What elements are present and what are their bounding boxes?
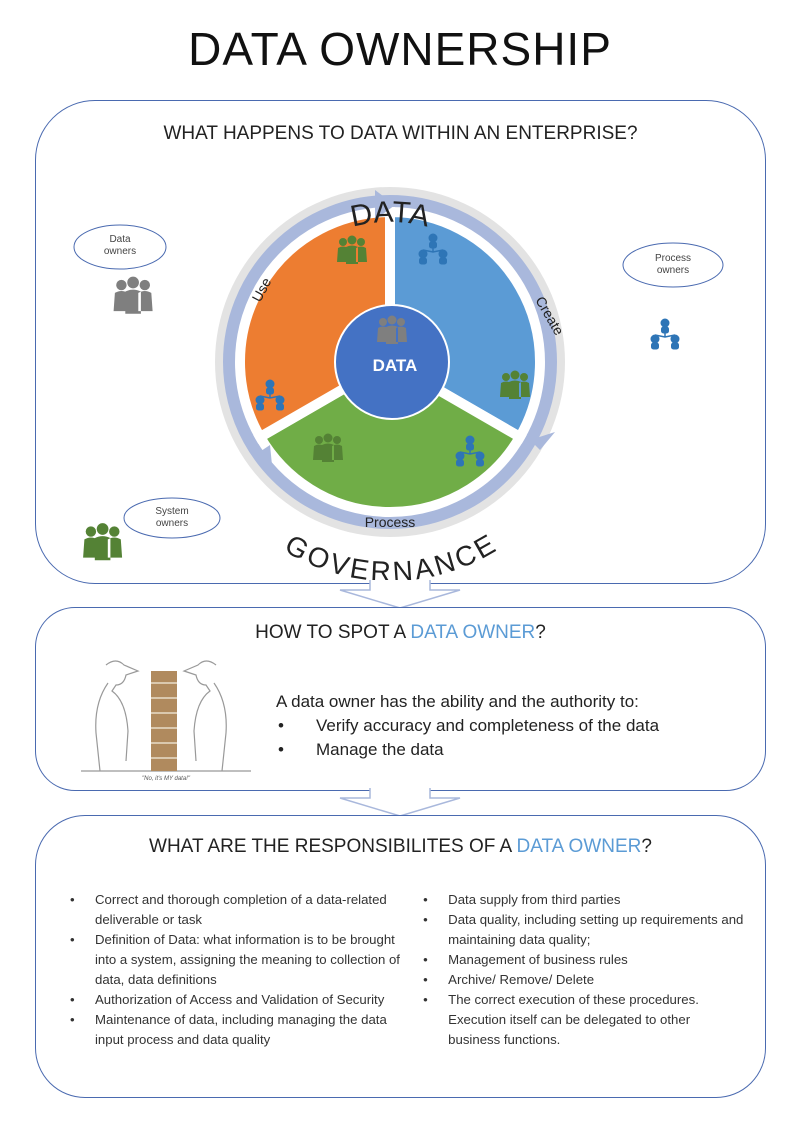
- bullet-item: Verify accuracy and completeness of the …: [276, 714, 659, 738]
- intro-text: A data owner has the ability and the aut…: [276, 692, 639, 711]
- page-title: DATA OWNERSHIP: [188, 23, 612, 75]
- center-data-circle: [334, 304, 450, 420]
- ring-bottom-label: GOVERNANCE: [280, 528, 500, 587]
- spot-data-owner-section: HOW TO SPOT A DATA OWNER? "No, it's MY d…: [35, 607, 766, 791]
- cloud-callout: [73, 224, 167, 270]
- system-owners-icon: [313, 433, 343, 462]
- section-heading: WHAT ARE THE RESPONSIBILITES OF A DATA O…: [149, 836, 652, 857]
- data-owner-description: A data owner has the ability and the aut…: [276, 690, 659, 762]
- center-label: DATA: [373, 356, 418, 375]
- cloud-callout: [622, 242, 724, 288]
- section-heading: WHAT HAPPENS TO DATA WITHIN AN ENTERPRIS…: [163, 123, 638, 144]
- down-arrow-icon: [339, 788, 461, 817]
- list-item: Data supply from third parties: [411, 890, 745, 910]
- system-owners-icon: [500, 370, 530, 399]
- list-item: Correct and thorough completion of a dat…: [58, 890, 411, 930]
- people-icon: [377, 315, 407, 344]
- segment-process: [253, 356, 527, 517]
- ring-top-label: DATA: [348, 196, 433, 234]
- section-heading: HOW TO SPOT A DATA OWNER?: [255, 622, 546, 643]
- cycle-arrowhead-icon: [255, 445, 272, 465]
- responsibilities-section: WHAT ARE THE RESPONSIBILITES OF A DATA O…: [35, 815, 766, 1098]
- list-item: Maintenance of data, including managing …: [58, 1010, 411, 1050]
- responsibilities-left-list: Correct and thorough completion of a dat…: [58, 890, 411, 1050]
- cycle-arrowhead-icon: [530, 432, 555, 450]
- list-item: Management of business rules: [411, 950, 745, 970]
- list-item: Definition of Data: what information is …: [58, 930, 411, 990]
- cloud-callout: [123, 497, 221, 539]
- list-item: Data quality, including setting up requi…: [411, 910, 745, 950]
- cartoon-image: "No, it's MY data!": [81, 660, 251, 782]
- data-owners-icon: [113, 276, 153, 314]
- cartoon-caption: "No, it's MY data!": [142, 776, 191, 782]
- system-owners-icon: [337, 235, 367, 264]
- data-lifecycle-diagram: DATA DATA GOVERNANCE Create Process Use …: [73, 187, 724, 587]
- list-item: Authorization of Access and Validation o…: [58, 990, 411, 1010]
- list-item: The correct execution of these procedure…: [411, 990, 745, 1050]
- system-owners-icon: [83, 523, 123, 561]
- list-item: Archive/ Remove/ Delete: [411, 970, 745, 990]
- segment-label-process: Process: [365, 514, 416, 530]
- responsibilities-right-list: Data supply from third parties Data qual…: [411, 890, 745, 1050]
- down-arrow-icon: [339, 580, 461, 609]
- process-owners-icon: [650, 318, 680, 350]
- bullet-item: Manage the data: [276, 738, 659, 762]
- cycle-arrowhead-icon: [375, 190, 395, 220]
